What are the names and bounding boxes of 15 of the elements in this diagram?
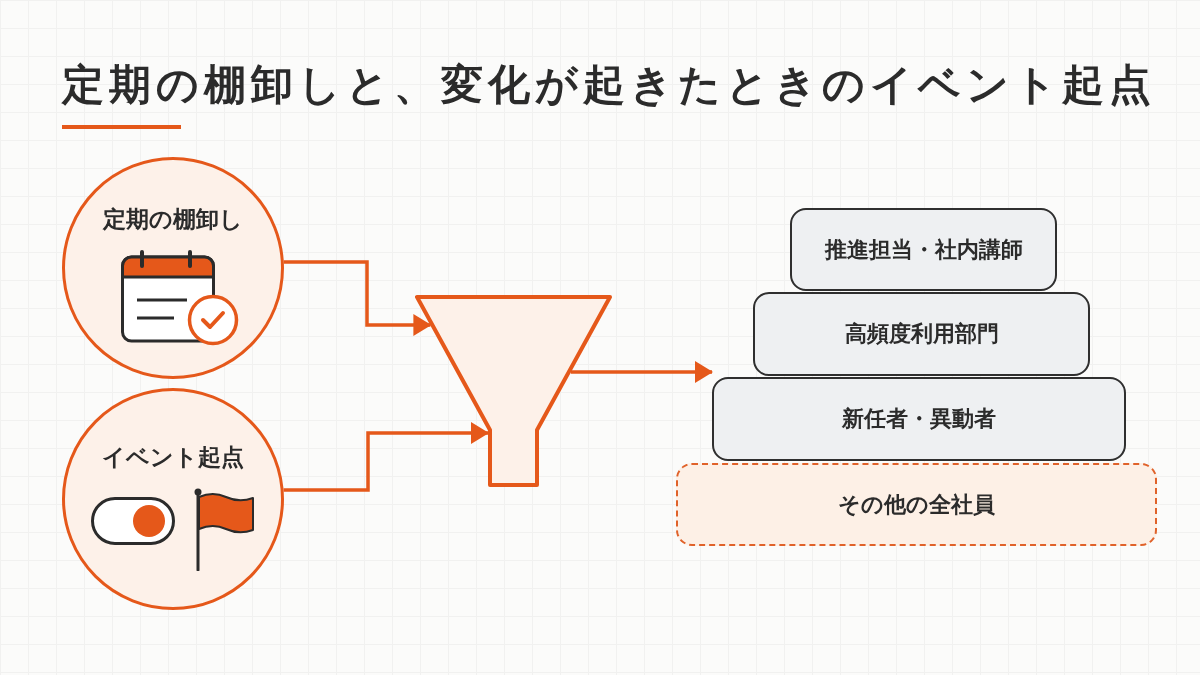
tier-label: 新任者・異動者 (842, 405, 996, 433)
tier-label: 高頻度利用部門 (844, 320, 999, 348)
circle-label: 定期の棚卸し (103, 206, 243, 234)
arrow (283, 260, 432, 336)
circle-label: イベント起点 (102, 444, 244, 472)
tier-box (790, 208, 1057, 291)
tier-box (753, 292, 1090, 376)
tier-box (712, 377, 1126, 461)
funnel-shape (415, 295, 612, 487)
title: 定期の棚卸しと、変化が起きたときのイベント起点 (62, 60, 1156, 111)
arrow (570, 361, 713, 383)
dashed-tier-box (676, 463, 1157, 546)
arrow (283, 422, 489, 492)
tier-label: その他の全社員 (838, 490, 995, 519)
tier-label: 推進担当・社内講師 (824, 235, 1023, 264)
